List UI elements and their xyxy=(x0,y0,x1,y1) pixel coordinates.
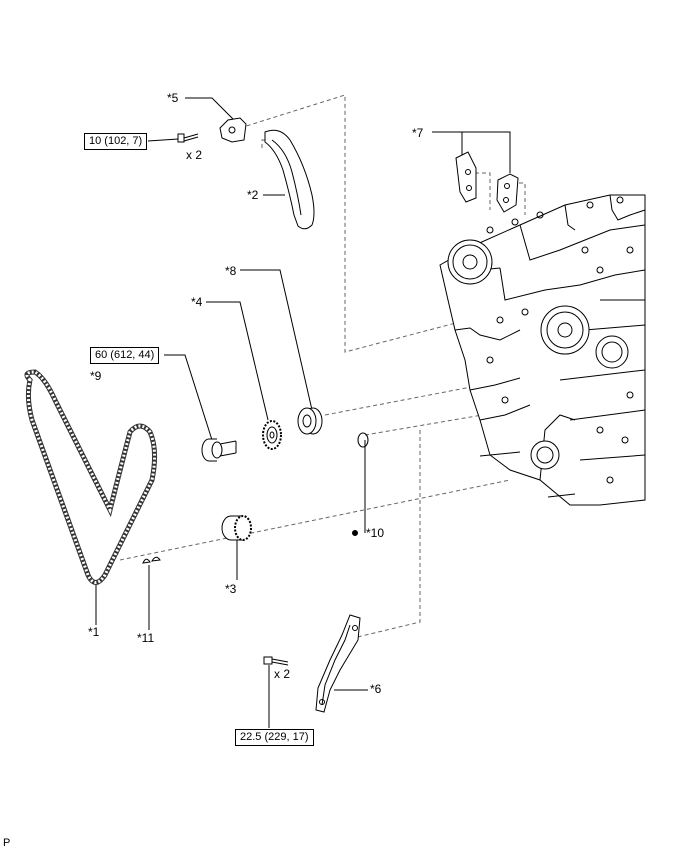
callout-7: *7 xyxy=(412,126,424,140)
quantity-label-2: x 2 xyxy=(274,667,291,681)
callout-3: *3 xyxy=(225,582,237,596)
quantity-label-1: x 2 xyxy=(186,148,203,162)
callout-9: *9 xyxy=(90,369,102,383)
callout-2: *2 xyxy=(247,188,259,202)
callout-6: *6 xyxy=(370,682,382,696)
callout-11: *11 xyxy=(137,631,155,645)
o-ring-marker-dot xyxy=(352,530,358,536)
idler-shaft-bolt xyxy=(201,438,237,462)
crank-sprocket-part-3 xyxy=(221,515,252,541)
torque-spec-2: 60 (612, 44) xyxy=(90,347,160,364)
callout-4: *4 xyxy=(191,295,203,309)
callout-10: *10 xyxy=(366,526,385,540)
engine-block xyxy=(439,194,646,506)
idler-part-8 xyxy=(297,407,323,435)
figure-code: P xyxy=(3,837,11,849)
chain-guide-part-7b xyxy=(496,173,519,213)
bracket-part-5 xyxy=(219,117,247,143)
leader-lines xyxy=(95,97,511,728)
callout-8: *8 xyxy=(225,264,237,278)
bolt-icon-2 xyxy=(263,656,289,666)
sprocket-part-4 xyxy=(262,420,282,450)
callout-5: *5 xyxy=(167,91,179,105)
callout-1: *1 xyxy=(88,625,100,639)
torque-spec-3: 22.5 (229, 17) xyxy=(235,729,314,746)
bolt-icon xyxy=(177,133,199,143)
torque-spec-1: 10 (102, 7) xyxy=(84,133,148,150)
timing-chain-part-1 xyxy=(24,369,158,585)
keys-part-11 xyxy=(142,556,161,564)
tensioner-slipper-part-6 xyxy=(315,614,361,713)
chain-guide-part-2 xyxy=(264,129,315,230)
o-ring-part-10 xyxy=(357,432,369,448)
chain-guide-part-7a xyxy=(455,151,477,203)
